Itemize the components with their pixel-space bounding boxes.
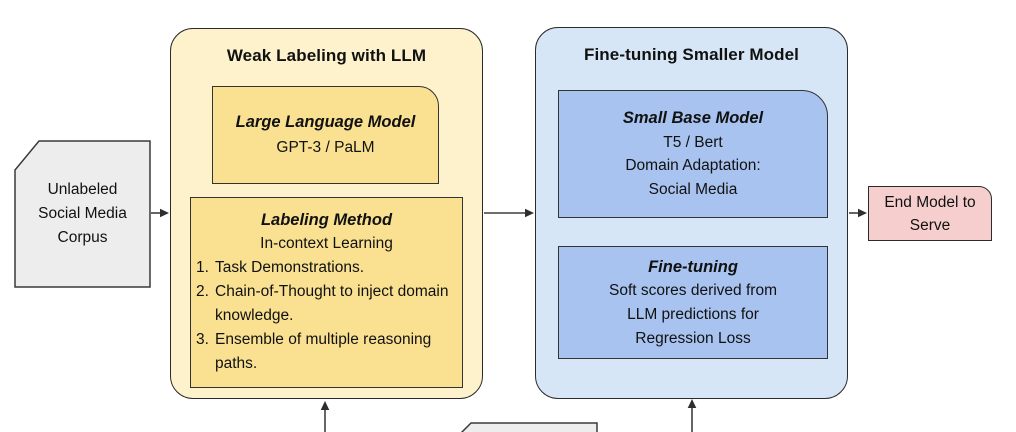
input-corpus-document: Unlabeled Social Media Corpus bbox=[14, 140, 151, 288]
document-shape bbox=[14, 140, 151, 288]
input-corpus-line-1: Unlabeled bbox=[47, 181, 118, 198]
weak-labeling-title: Weak Labeling with LLM bbox=[226, 46, 427, 65]
small-base-model-line-3: Social Media bbox=[648, 180, 738, 198]
arrow-corpus-to-weak-labeling bbox=[151, 208, 169, 218]
list-item: 1. Task Demonstrations. bbox=[196, 256, 457, 280]
list-item-number: 3. bbox=[196, 331, 209, 348]
list-item-number: 1. bbox=[196, 259, 209, 276]
fine-tuning-method-box: Fine-tuning Soft scores derived from LLM… bbox=[558, 246, 828, 359]
llm-box: Large Language Model GPT-3 / PaLM bbox=[212, 86, 439, 184]
input-corpus-line-3: Corpus bbox=[57, 229, 108, 246]
llm-box-title: Large Language Model bbox=[235, 113, 416, 131]
labeling-method-box: Labeling Method In-context Learning 1. T… bbox=[190, 197, 463, 388]
fine-tuning-method-title: Fine-tuning bbox=[648, 257, 738, 276]
list-item-text: Chain-of-Thought to inject domain knowle… bbox=[215, 283, 449, 324]
small-base-model-title: Small Base Model bbox=[622, 109, 764, 127]
small-base-model-line-1: T5 / Bert bbox=[663, 133, 723, 151]
list-item: 2. Chain-of-Thought to inject domain kno… bbox=[196, 280, 457, 328]
list-item-text: Ensemble of multiple reasoning paths. bbox=[215, 331, 432, 372]
bottom-partial-document bbox=[458, 422, 598, 432]
arrow-weak-labeling-to-fine-tuning bbox=[484, 208, 534, 218]
input-corpus-label: Unlabeled Social Media Corpus bbox=[14, 140, 151, 288]
small-base-model-box: Small Base Model T5 / Bert Domain Adapta… bbox=[558, 90, 828, 218]
list-item: 3. Ensemble of multiple reasoning paths. bbox=[196, 328, 457, 376]
document-shape-polygon bbox=[14, 140, 151, 288]
list-item-text: Task Demonstrations. bbox=[215, 259, 365, 276]
fine-tuning-method-line-2: LLM predictions for bbox=[627, 305, 759, 323]
arrow-fine-tuning-to-end-model bbox=[849, 208, 867, 218]
labeling-method-list: 1. Task Demonstrations. 2. Chain-of-Thou… bbox=[196, 256, 457, 376]
document-shape-polygon bbox=[460, 422, 598, 432]
end-model-line-1: End Model to bbox=[884, 193, 976, 211]
fine-tuning-title: Fine-tuning Smaller Model bbox=[583, 45, 799, 64]
labeling-method-subtitle: In-context Learning bbox=[260, 235, 393, 252]
labeling-method-title: Labeling Method bbox=[260, 211, 393, 229]
arrow-bottom-to-fine-tuning bbox=[687, 399, 697, 432]
fine-tuning-method-line-1: Soft scores derived from bbox=[609, 281, 777, 299]
fine-tuning-method-line-3: Regression Loss bbox=[635, 329, 751, 347]
input-corpus-line-2: Social Media bbox=[38, 205, 127, 222]
weak-labeling-container: Weak Labeling with LLM Large Language Mo… bbox=[170, 28, 483, 399]
llm-box-subtitle: GPT-3 / PaLM bbox=[276, 139, 375, 156]
list-item-number: 2. bbox=[196, 283, 209, 300]
end-model-box: End Model to Serve bbox=[868, 186, 992, 241]
document-shape bbox=[460, 422, 598, 432]
fine-tuning-container: Fine-tuning Smaller Model Small Base Mod… bbox=[535, 27, 848, 399]
arrow-bottom-to-weak-labeling bbox=[320, 401, 330, 432]
small-base-model-line-2: Domain Adaptation: bbox=[625, 157, 761, 174]
end-model-line-2: Serve bbox=[909, 216, 951, 234]
